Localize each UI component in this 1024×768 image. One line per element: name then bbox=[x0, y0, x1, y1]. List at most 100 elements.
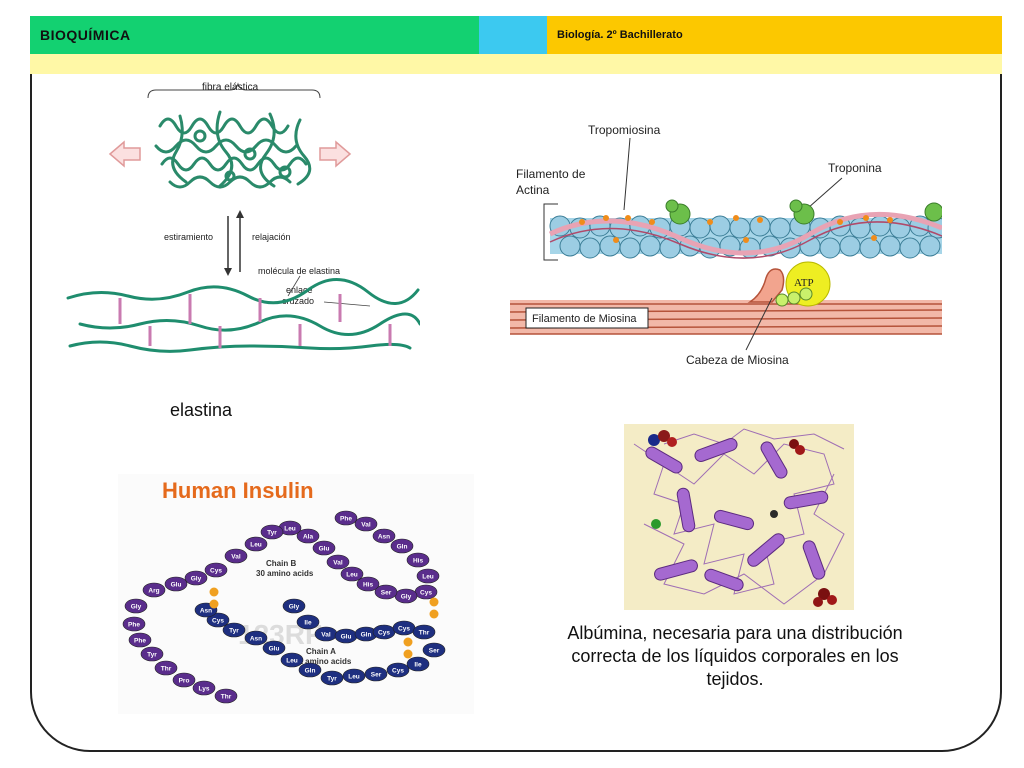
chain-b-residue-label: Leu bbox=[346, 572, 358, 579]
right-arrow-icon bbox=[319, 140, 352, 168]
chain-b-residue-bead bbox=[122, 616, 146, 632]
chain-a-residue-bead bbox=[282, 598, 306, 614]
chain-b-residue-label: Ala bbox=[303, 534, 314, 541]
chain-b-residue-bead bbox=[416, 568, 440, 584]
chain-a-residue-bead bbox=[298, 662, 322, 678]
chain-b-residue-bead bbox=[406, 552, 430, 568]
header-subtitle-block: Biología. 2º Bachillerato bbox=[547, 16, 1002, 54]
alpha-helices bbox=[645, 438, 829, 592]
chain-b-residue-bead bbox=[172, 672, 196, 688]
chain-b-residue-bead bbox=[164, 576, 188, 592]
label-actin-1: Filamento de bbox=[516, 167, 586, 181]
label-chain-a-2: 21 amino acids bbox=[294, 657, 352, 666]
header-sub-bar bbox=[30, 54, 1002, 74]
actin-filament bbox=[548, 199, 942, 259]
header-bar: BIOQUÍMICA Biología. 2º Bachillerato bbox=[30, 16, 1002, 54]
crosslinks bbox=[118, 294, 392, 348]
chain-a-residue-bead bbox=[206, 612, 230, 628]
chain-a-residue-label: Cys bbox=[392, 668, 404, 675]
chain-a-residue-label: Gln bbox=[361, 632, 372, 639]
chain-a-residue-label: Glu bbox=[269, 646, 280, 653]
chain-a-residue-label: Val bbox=[321, 632, 331, 639]
phosphate-groups bbox=[775, 287, 813, 307]
chain-b-residue-bead bbox=[192, 680, 216, 696]
label-chain-b-2: 30 amino acids bbox=[256, 569, 314, 578]
chain-b-residue-bead bbox=[204, 562, 228, 578]
chain-b-residue-label: Gln bbox=[397, 544, 408, 551]
disulfide-bonds bbox=[209, 587, 439, 659]
chain-a-residue-bead bbox=[412, 624, 436, 640]
chain-a-residue-label: Tyr bbox=[229, 628, 239, 635]
label-atp: ATP bbox=[794, 277, 814, 289]
chain-a-residue-label: Cys bbox=[378, 630, 390, 637]
chain-a-residue-label: Ser bbox=[371, 672, 382, 679]
elastic-fiber-coil bbox=[154, 110, 312, 189]
chain-a-residue-label: Leu bbox=[286, 658, 298, 665]
chain-b-residue-label: Leu bbox=[250, 542, 262, 549]
chain-b-residue-label: Lys bbox=[199, 686, 210, 693]
chain-a-residue-label: Cys bbox=[398, 626, 410, 633]
chain-a-residue-bead bbox=[320, 670, 344, 686]
label-myosin-filament: Filamento de Miosina bbox=[532, 313, 637, 325]
chain-b-residue-label: Phe bbox=[134, 638, 146, 645]
chain-b-residue-bead bbox=[312, 540, 336, 556]
chain-b-residue-bead bbox=[244, 536, 268, 552]
chain-b-residue-label: Gly bbox=[131, 604, 142, 611]
chain-b-residue-bead bbox=[326, 554, 350, 570]
actin-myosin-diagram: Tropomiosina Filamento de Actina Troponi… bbox=[510, 118, 942, 372]
chain-a-residue-label: Leu bbox=[348, 674, 360, 681]
chain-a-residue-label: Gly bbox=[289, 604, 300, 611]
header-accent-block bbox=[479, 16, 547, 54]
albumin-caption: Albúmina, necesaria para una distribució… bbox=[567, 623, 903, 689]
myosin-head bbox=[747, 268, 785, 303]
label-crosslink-2: cruzado bbox=[282, 296, 314, 306]
label-tropomyosin: Tropomiosina bbox=[588, 123, 661, 137]
chain-a-residue-bead bbox=[364, 666, 388, 682]
chain-a-residue-bead bbox=[222, 622, 246, 638]
chain-b-residue-label: Val bbox=[361, 522, 371, 529]
chain-b-residue-bead bbox=[142, 582, 166, 598]
chain-b-residue-label: Cys bbox=[420, 590, 432, 597]
label-chain-a-1: Chain A bbox=[306, 647, 336, 656]
label-molecule: molécula de elastina bbox=[258, 266, 340, 276]
label-stretch: estiramiento bbox=[164, 232, 213, 242]
header-title-block: BIOQUÍMICA bbox=[30, 16, 479, 54]
chain-a-residue-bead bbox=[422, 642, 446, 658]
troponin-complex bbox=[665, 199, 942, 225]
chain-b-residue-bead bbox=[296, 528, 320, 544]
chain-b-residue-bead bbox=[374, 584, 398, 600]
chain-b-residue-bead bbox=[340, 566, 364, 582]
chain-a-residue-label: Tyr bbox=[327, 676, 337, 683]
chain-b-residue-label: Tyr bbox=[267, 530, 277, 537]
chain-b-residue-label: His bbox=[363, 582, 374, 589]
chain-a-residue-label: Cys bbox=[212, 618, 224, 625]
left-arrow-icon bbox=[108, 140, 141, 168]
chain-b-residue-label: Phe bbox=[128, 622, 140, 629]
label-crosslink-1: enlace bbox=[286, 285, 313, 295]
chain-b-residue-bead bbox=[140, 646, 164, 662]
chain-a-residue-bead bbox=[244, 630, 268, 646]
chain-a-residue-label: Asn bbox=[200, 608, 212, 615]
label-chain-b-1: Chain B bbox=[266, 559, 296, 568]
chain-b-residue-label: His bbox=[413, 558, 424, 565]
chain-b-residue-label: Val bbox=[231, 554, 241, 561]
chain-b-residue-bead bbox=[124, 598, 148, 614]
chain-b-residue-label: Pro bbox=[179, 678, 190, 685]
label-fiber: fibra elástica bbox=[202, 82, 259, 93]
elastin-caption: elastina bbox=[170, 400, 233, 420]
label-myosin-head: Cabeza de Miosina bbox=[686, 353, 789, 367]
chain-b-residue-label: Leu bbox=[284, 526, 296, 533]
ligand-spheres bbox=[648, 430, 837, 607]
label-actin-2: Actina bbox=[516, 183, 550, 197]
chain-b-residue-bead bbox=[260, 524, 284, 540]
label-troponin: Troponina bbox=[828, 161, 882, 175]
chain-a-residue-bead bbox=[386, 662, 410, 678]
chain-b-residue-label: Glu bbox=[171, 582, 182, 589]
page-subtitle: Biología. 2º Bachillerato bbox=[557, 29, 683, 41]
chain-b-residue-label: Phe bbox=[340, 516, 352, 523]
page-title: BIOQUÍMICA bbox=[40, 27, 131, 43]
chain-b-residue-label: Gly bbox=[401, 594, 412, 601]
label-relax: relajación bbox=[252, 232, 291, 242]
chain-a-residue-label: Ser bbox=[429, 648, 440, 655]
chain-a-residue-bead bbox=[406, 656, 430, 672]
